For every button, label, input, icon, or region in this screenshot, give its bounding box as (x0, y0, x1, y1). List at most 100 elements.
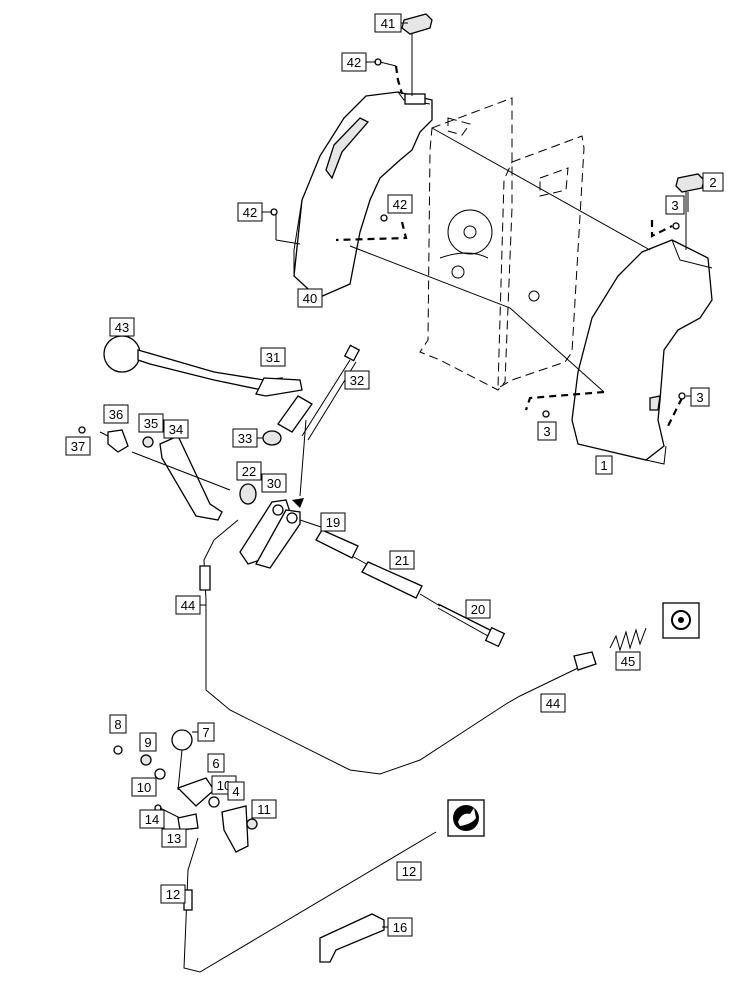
knob-part-41 (401, 13, 433, 52)
tube-part-21 (361, 561, 423, 599)
svg-text:19: 19 (326, 515, 340, 530)
sleeve-part-31 (277, 395, 313, 433)
callout-13: 13 (161, 828, 187, 848)
tube-part-19 (315, 529, 359, 559)
spacer-part-22 (239, 483, 257, 505)
svg-text:4: 4 (232, 784, 239, 799)
nut-part-33 (262, 430, 282, 446)
callout-32: 32 (344, 370, 370, 390)
washer-part-10b (208, 796, 220, 808)
svg-text:3: 3 (543, 424, 550, 439)
callout-33: 33 (232, 428, 263, 448)
svg-text:21: 21 (395, 553, 409, 568)
callout-14: 14 (139, 809, 165, 829)
callout-37: 37 (65, 436, 91, 456)
screw-part-42-top (374, 58, 397, 67)
callout-19: 19 (320, 512, 346, 532)
link-plate-part-30 (239, 499, 301, 569)
svg-text:31: 31 (266, 350, 280, 365)
shift-lever-part-43 (103, 335, 303, 397)
svg-text:9: 9 (144, 735, 151, 750)
svg-text:3: 3 (696, 390, 703, 405)
callout-44-left: 44 (175, 595, 206, 615)
svg-text:12: 12 (402, 864, 416, 879)
callout-42-mid: 42 (387, 194, 413, 214)
callout-36: 36 (103, 404, 129, 424)
callout-10-left: 10 (131, 777, 157, 797)
screw-part-37 (78, 426, 86, 434)
knob-part-2 (675, 173, 705, 212)
bolt-part-20 (437, 603, 506, 648)
callout-9: 9 (139, 732, 157, 752)
svg-text:42: 42 (243, 205, 257, 220)
bolt-part-32 (301, 344, 361, 441)
svg-text:45: 45 (621, 654, 635, 669)
svg-text:30: 30 (267, 476, 281, 491)
svg-text:13: 13 (167, 831, 181, 846)
svg-text:32: 32 (350, 373, 364, 388)
svg-text:22: 22 (242, 464, 256, 479)
callout-11: 11 (251, 799, 277, 819)
callout-16: 16 (382, 917, 413, 937)
frame-plate-right (497, 135, 585, 389)
svg-text:37: 37 (71, 439, 85, 454)
svg-text:43: 43 (115, 320, 129, 335)
callout-40: 40 (297, 288, 323, 308)
callout-43: 43 (109, 317, 135, 337)
washer-part-10a (154, 768, 166, 780)
svg-text:35: 35 (144, 416, 158, 431)
callout-4: 4 (227, 781, 245, 801)
callout-12-right: 12 (396, 861, 422, 881)
left-cover-part-40 (293, 91, 433, 299)
control-knob-part-7 (171, 729, 193, 791)
svg-text:36: 36 (109, 407, 123, 422)
svg-text:16: 16 (393, 920, 407, 935)
nut-part-35 (142, 436, 154, 448)
callout-3-top: 3 (665, 195, 685, 215)
svg-text:3: 3 (671, 198, 678, 213)
bolt-part-8 (113, 745, 123, 755)
svg-text:40: 40 (303, 291, 317, 306)
callout-42-top: 42 (341, 52, 376, 72)
rabbit-speed-icon (447, 799, 485, 837)
svg-text:44: 44 (181, 598, 195, 613)
svg-text:42: 42 (393, 197, 407, 212)
callout-41: 41 (374, 13, 408, 33)
svg-text:41: 41 (381, 16, 395, 31)
right-cover-part-1 (571, 239, 713, 465)
callout-7: 7 (192, 722, 215, 742)
svg-text:33: 33 (238, 431, 252, 446)
callout-44-right: 44 (540, 693, 566, 713)
svg-text:44: 44 (546, 696, 560, 711)
callout-8: 8 (109, 714, 127, 734)
callout-31: 31 (260, 347, 286, 367)
callout-21: 21 (389, 550, 415, 570)
callout-30: 30 (261, 473, 287, 493)
cable-part-44 (199, 519, 597, 775)
callout-45: 45 (615, 651, 641, 671)
svg-text:34: 34 (169, 422, 183, 437)
screw-part-3-right (678, 392, 686, 400)
callout-20: 20 (465, 599, 491, 619)
screw-part-42-mid (380, 214, 388, 222)
callout-2: 2 (702, 172, 724, 192)
svg-text:14: 14 (145, 812, 159, 827)
clip-part-13 (177, 813, 199, 831)
callout-12-left: 12 (160, 884, 186, 904)
bracket-part-34 (159, 435, 223, 521)
svg-text:12: 12 (166, 887, 180, 902)
callout-6: 6 (207, 753, 225, 773)
screw-part-3-bottom (542, 410, 550, 418)
svg-text:2: 2 (709, 175, 716, 190)
svg-text:8: 8 (114, 717, 121, 732)
rotation-control-icon (662, 602, 700, 639)
callout-3-bottom: 3 (537, 421, 557, 441)
callout-34: 34 (163, 419, 189, 439)
svg-text:42: 42 (347, 55, 361, 70)
washer-part-9 (140, 754, 152, 766)
callout-35: 35 (138, 413, 164, 433)
svg-text:11: 11 (257, 802, 271, 817)
svg-text:10: 10 (137, 780, 151, 795)
bracket-part-16 (319, 913, 385, 963)
